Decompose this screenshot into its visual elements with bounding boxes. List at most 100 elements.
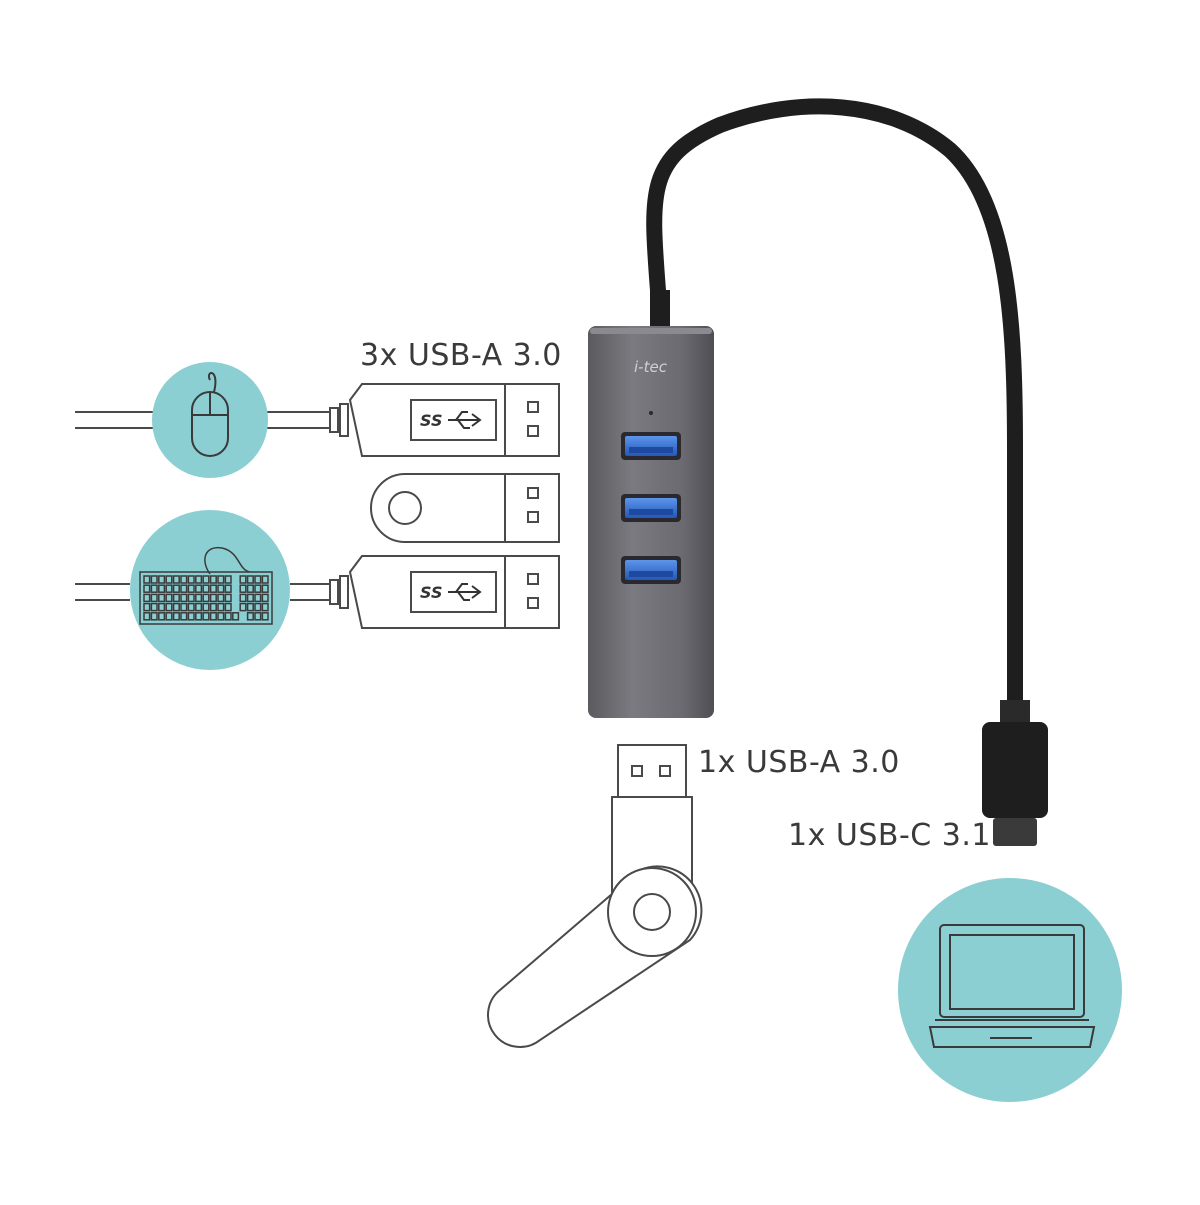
laptop-connection <box>898 878 1122 1102</box>
usb-a-ports-label: 3x USB-A 3.0 <box>360 338 562 373</box>
keyboard-key <box>224 602 232 612</box>
keyboard-key <box>239 575 247 584</box>
keyboard-key <box>261 602 269 612</box>
keyboard-key <box>261 575 269 584</box>
keyboard-key <box>246 612 254 621</box>
keyboard-key <box>246 584 254 593</box>
keyboard-key <box>172 584 180 593</box>
keyboard-key <box>172 575 180 584</box>
keyboard-key <box>239 602 247 612</box>
keyboard-key <box>202 612 210 621</box>
hub-brand-logo: i-tec <box>634 358 668 376</box>
keyboard-key <box>195 602 203 612</box>
keyboard-icon <box>139 546 273 625</box>
usb-a-port <box>621 494 681 522</box>
keyboard-key <box>224 575 232 584</box>
keyboard-key <box>180 584 188 593</box>
usb-hub: i-tec <box>588 326 714 718</box>
keyboard-key <box>217 602 225 612</box>
keyboard-key <box>217 612 225 621</box>
usb-a-port <box>621 432 681 460</box>
keyboard-key <box>209 593 217 603</box>
keyboard-key <box>187 612 195 621</box>
mouse-connection <box>75 362 330 478</box>
keyboard-key <box>150 593 158 603</box>
keyboard-key <box>224 612 232 621</box>
keyboard-key <box>150 602 158 612</box>
keyboard-key <box>202 575 210 584</box>
keyboard-key <box>246 593 254 603</box>
usb-a-plug-icon: SS <box>329 555 560 629</box>
usb-c-plug-icon <box>982 700 1048 846</box>
mouse-icon <box>191 372 229 457</box>
keyboard-key <box>261 584 269 593</box>
usb-flash-drive-icon <box>487 744 703 1048</box>
keyboard-key <box>195 593 203 603</box>
keyboard-key <box>209 575 217 584</box>
keyboard-key <box>165 584 173 593</box>
usb-flash-drive-icon <box>370 473 560 543</box>
keyboard-key <box>165 612 173 621</box>
keyboard-key <box>143 584 151 593</box>
keyboard-key <box>261 612 269 621</box>
keyboard-key <box>150 612 158 621</box>
keyboard-connection <box>75 510 330 670</box>
keyboard-key <box>158 602 166 612</box>
keyboard-key <box>224 593 232 603</box>
keyboard-key <box>217 593 225 603</box>
keyboard-key <box>150 575 158 584</box>
keyboard-key <box>165 602 173 612</box>
keyboard-key <box>195 612 203 621</box>
keyboard-key <box>172 593 180 603</box>
keyboard-key <box>217 584 225 593</box>
keyboard-key <box>180 593 188 603</box>
keyboard-key <box>202 602 210 612</box>
keyboard-key <box>143 612 151 621</box>
keyboard-key <box>180 602 188 612</box>
keyboard-key <box>246 602 254 612</box>
keyboard-key <box>254 602 262 612</box>
keyboard-key <box>180 612 188 621</box>
keyboard-key <box>150 584 158 593</box>
laptop-icon <box>928 924 1096 1048</box>
keyboard-key <box>246 575 254 584</box>
keyboard-key <box>254 584 262 593</box>
keyboard-key <box>239 584 247 593</box>
keyboard-key <box>217 575 225 584</box>
keyboard-key <box>158 593 166 603</box>
keyboard-key <box>209 612 217 621</box>
keyboard-key <box>254 593 262 603</box>
keyboard-key <box>209 602 217 612</box>
usb-a-port-label: 1x USB-A 3.0 <box>698 745 900 780</box>
keyboard-key <box>158 575 166 584</box>
keyboard-key <box>143 575 151 584</box>
usb-a-plug-icon: SS <box>329 383 560 457</box>
usb-c-cable <box>646 98 1023 708</box>
keyboard-key <box>195 584 203 593</box>
keyboard-key <box>172 612 180 621</box>
keyboard-key <box>195 575 203 584</box>
usb-c-connector-label: 1x USB-C 3.1 <box>788 818 991 853</box>
keyboard-key <box>202 584 210 593</box>
usb-a-port <box>621 556 681 584</box>
keyboard-key <box>202 593 210 603</box>
keyboard-key <box>180 575 188 584</box>
keyboard-key <box>165 575 173 584</box>
keyboard-key <box>209 584 217 593</box>
keyboard-key <box>261 593 269 603</box>
keyboard-key <box>187 575 195 584</box>
keyboard-key <box>158 612 166 621</box>
keyboard-key <box>158 584 166 593</box>
keyboard-key <box>239 593 247 603</box>
superspeed-logo: SS <box>420 411 442 430</box>
keyboard-key <box>165 593 173 603</box>
superspeed-logo: SS <box>420 583 442 602</box>
keyboard-key <box>254 575 262 584</box>
keyboard-key <box>187 584 195 593</box>
keyboard-key <box>143 593 151 603</box>
keyboard-key <box>232 612 240 621</box>
keyboard-key <box>143 602 151 612</box>
keyboard-key <box>254 612 262 621</box>
keyboard-key <box>187 602 195 612</box>
